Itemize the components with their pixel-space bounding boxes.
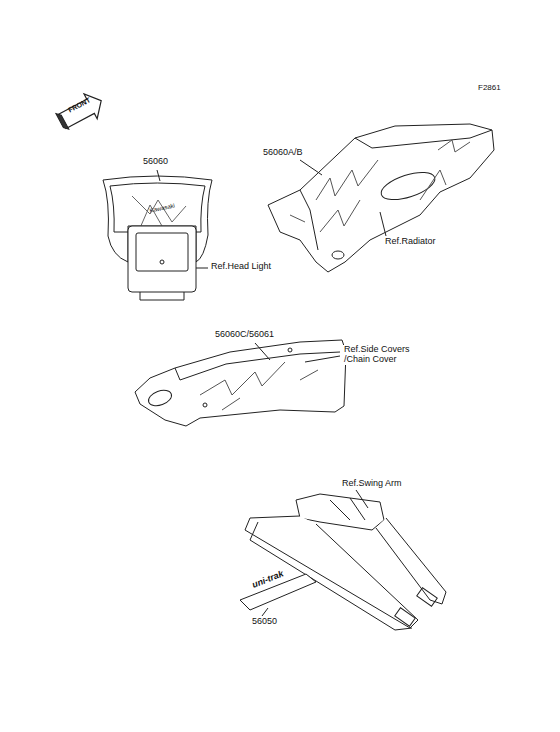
leader-line	[196, 268, 208, 269]
leader-line	[255, 343, 270, 360]
leader-line	[157, 170, 160, 181]
leader-line	[356, 490, 368, 508]
reference-label: Ref.Head Light	[210, 262, 272, 272]
leader-line	[380, 212, 386, 236]
leader-line	[305, 356, 340, 362]
callout-number: 56060	[142, 157, 169, 167]
callout-number: 56050	[251, 617, 278, 627]
front-arrow	[54, 88, 108, 134]
radiator-shroud	[268, 124, 494, 272]
headlight-plate	[103, 176, 212, 300]
leader-line	[262, 608, 268, 616]
callout-number: 56060C/56061	[214, 330, 275, 340]
reference-label: Ref.Swing Arm	[341, 479, 403, 489]
reference-label: Ref.Side Covers /Chain Cover	[343, 345, 425, 365]
callout-number: 56060A/B	[262, 148, 304, 158]
leader-line	[300, 160, 322, 175]
side-cover	[135, 340, 346, 426]
reference-label: Ref.Radiator	[384, 237, 437, 247]
swing-arm	[245, 494, 446, 630]
figure-code: F2861	[477, 84, 502, 93]
